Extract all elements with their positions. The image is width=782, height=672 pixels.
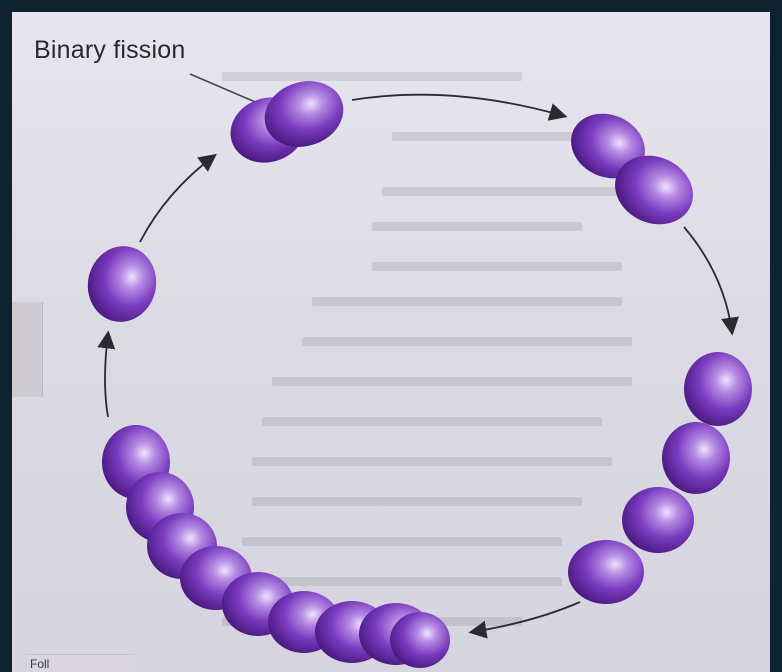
- stage-two-cells-joined: [222, 71, 352, 172]
- cell: [390, 612, 450, 668]
- arrow-top: [352, 95, 564, 116]
- footer-text-fragment: Foll: [26, 654, 134, 672]
- textbook-page: Binary fission: [12, 12, 770, 672]
- stage-chain-of-four: [568, 352, 752, 604]
- arrow-right: [684, 227, 732, 332]
- cell: [81, 240, 163, 328]
- arrow-bottom: [472, 602, 580, 632]
- cell: [662, 422, 730, 494]
- cell: [684, 352, 752, 426]
- cell: [568, 540, 644, 604]
- arrow-left-lower: [105, 334, 108, 417]
- stage-two-cells-separating: [561, 102, 704, 236]
- arrow-left-upper: [140, 156, 214, 242]
- binary-fission-diagram: [12, 12, 770, 672]
- stage-single-cell: [81, 240, 163, 328]
- stage-long-chain: [102, 425, 450, 668]
- cell: [622, 487, 694, 553]
